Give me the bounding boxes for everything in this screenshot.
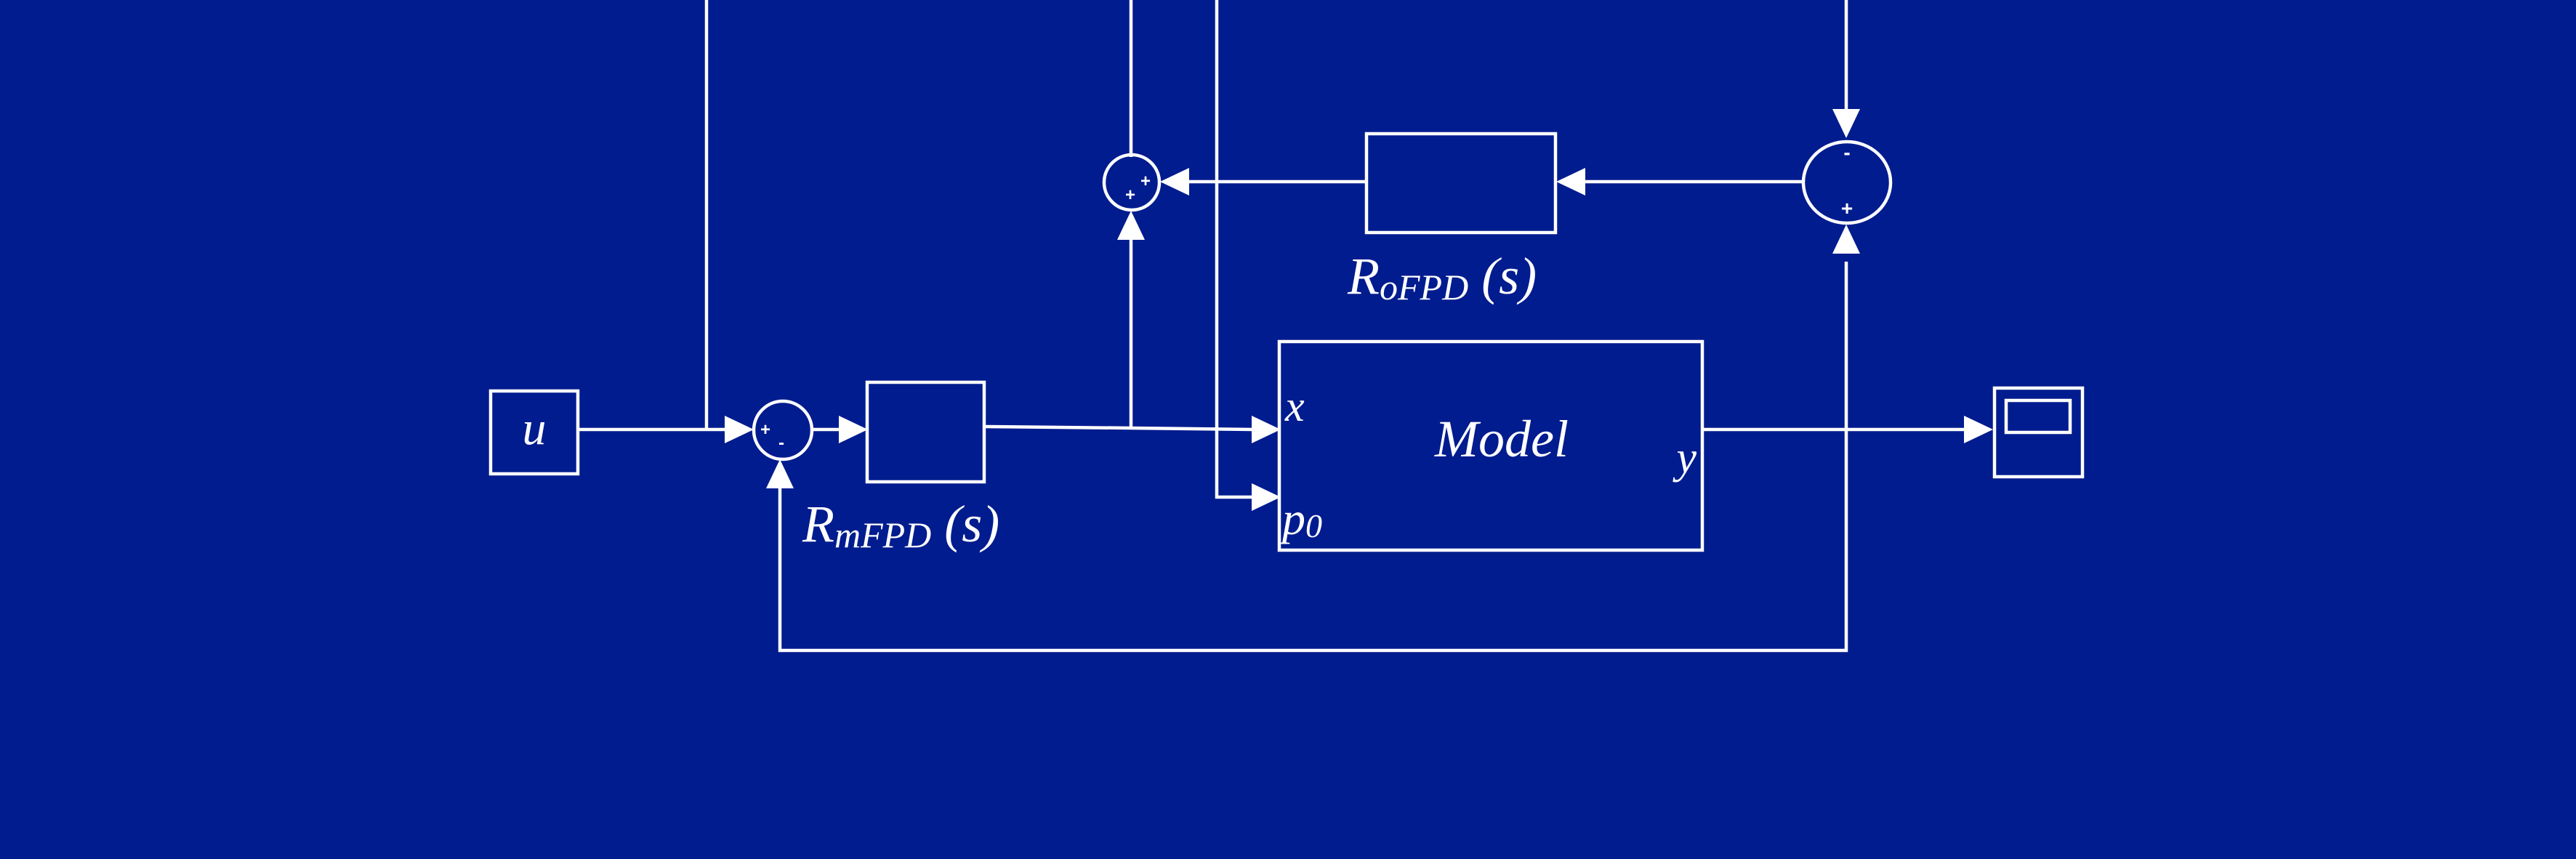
controller-m-block[interactable]	[865, 380, 986, 484]
sum-main-sign-bottom: -	[778, 433, 784, 453]
arrowhead-into-model-x	[1252, 416, 1281, 443]
scope-body	[1992, 386, 2085, 479]
wire-rm-to-model-x	[984, 424, 1254, 432]
sum-top-sign-bottom: +	[1125, 185, 1135, 205]
controller-o-label: RoFPD (s)	[1347, 247, 1537, 307]
controller-m-label: RmFPD (s)	[802, 495, 999, 555]
sum-top[interactable]	[1102, 153, 1162, 212]
model-port-x: x	[1284, 382, 1305, 430]
arrowhead-feedback-into-sum	[766, 459, 794, 488]
sum-main[interactable]	[752, 399, 814, 461]
model-port-y: y	[1672, 433, 1696, 483]
model-block[interactable]	[1277, 339, 1704, 552]
sum-right[interactable]	[1801, 140, 1893, 225]
sum-top-sign-right: +	[1140, 172, 1151, 191]
scope-icon	[2004, 398, 2072, 435]
arrowhead-into-top-sum-right	[1160, 168, 1189, 195]
wire-top-to-p0	[1215, 0, 1253, 499]
model-port-p0: p0	[1279, 493, 1322, 544]
arrowhead-into-right-sum-top	[1832, 109, 1860, 138]
arrowhead-into-right-sum-bottom	[1832, 225, 1860, 254]
model-title: Model	[1434, 410, 1569, 468]
arrowhead-into-model-p0	[1252, 483, 1281, 511]
arrowhead-into-sum	[725, 416, 754, 443]
arrowhead-into-ro	[1556, 168, 1585, 195]
arrowhead-into-scope	[1964, 416, 1993, 443]
scope-block[interactable]	[1992, 386, 2085, 479]
sum-main-sign-left: +	[760, 420, 770, 440]
sum-right-sign-bottom: +	[1841, 197, 1853, 219]
wire-feedback-loop	[778, 262, 1848, 653]
arrowhead-into-rm	[839, 416, 868, 443]
arrowhead-into-top-sum-bottom	[1117, 211, 1145, 240]
sum-right-sign-top: -	[1843, 141, 1850, 164]
input-block[interactable]	[488, 389, 580, 476]
input-label: u	[523, 402, 547, 455]
controller-o-block[interactable]	[1364, 132, 1558, 235]
